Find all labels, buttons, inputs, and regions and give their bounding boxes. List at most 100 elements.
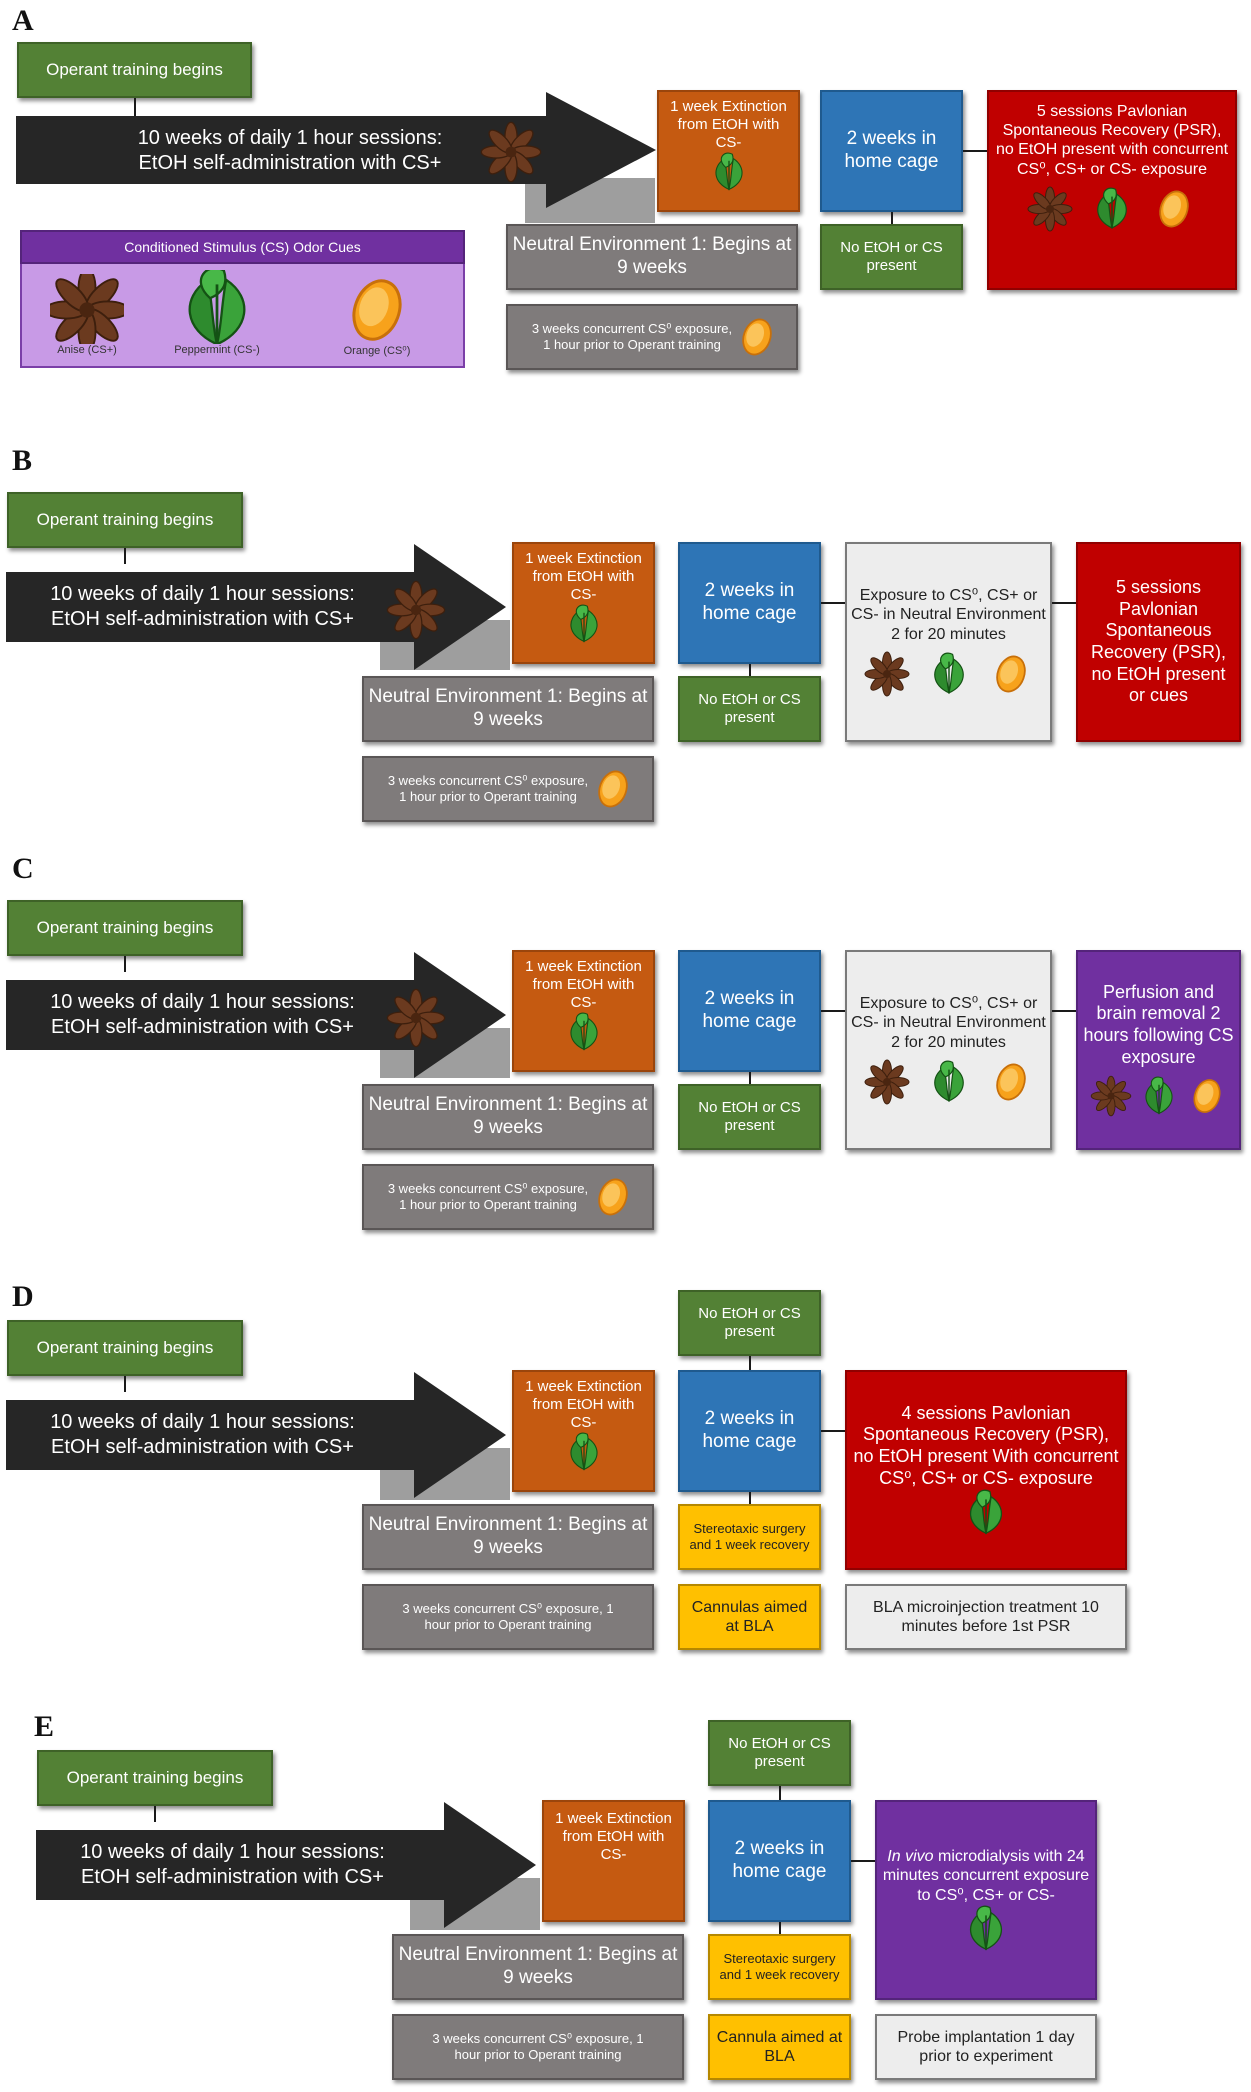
arrow-text: 10 weeks of daily 1 hour sessions: EtOH … <box>20 990 385 1040</box>
odor-icons <box>1089 1074 1229 1118</box>
panel-label: C <box>12 852 34 885</box>
connector-line <box>154 1806 156 1822</box>
psr-label: 5 sessions Pavlonian Spontaneous Recover… <box>995 103 1229 178</box>
neutral-environment-label: Neutral Environment 1: Begins at 9 weeks <box>368 686 648 730</box>
exposure-box: Exposure to CS⁰, CS+ or CS- in Neutral E… <box>845 950 1052 1150</box>
arrow-text-line1: 10 weeks of daily 1 hour sessions: <box>50 1411 355 1433</box>
home-cage-label: 2 weeks in home cage <box>844 128 939 172</box>
exposure-box: Exposure to CS⁰, CS+ or CS- in Neutral E… <box>845 542 1052 742</box>
home-cage-label: 2 weeks in home cage <box>732 1838 827 1882</box>
no-etoh-label: No EtOH or CS present <box>698 1099 801 1134</box>
arrow-text: 10 weeks of daily 1 hour sessions: EtOH … <box>50 1840 415 1890</box>
connector-line <box>821 1430 845 1432</box>
neutral-environment-box: Neutral Environment 1: Begins at 9 weeks <box>362 1504 654 1570</box>
operant-training-label: Operant training begins <box>36 1337 214 1357</box>
arrow-text: 10 weeks of daily 1 hour sessions: EtOH … <box>20 582 385 632</box>
extinction-label: 1 week Extinction from EtOH with CS- <box>670 98 787 151</box>
connector-line <box>134 98 136 120</box>
connector-line <box>963 150 987 152</box>
self-administration-arrow <box>6 952 506 1078</box>
extinction-box: 1 week Extinction from EtOH with CS- <box>657 90 800 212</box>
arrow-text-line1: 10 weeks of daily 1 hour sessions: <box>137 127 443 149</box>
home-cage-label: 2 weeks in home cage <box>702 1408 797 1452</box>
surgery-box: Stereotaxic surgery and 1 week recovery <box>708 1934 851 2000</box>
microinjection-label: BLA microinjection treatment 10 minutes … <box>873 1598 1099 1635</box>
neutral-environment-box: Neutral Environment 1: Begins at 9 weeks <box>392 1934 684 2000</box>
microinjection-box: BLA microinjection treatment 10 minutes … <box>845 1584 1127 1650</box>
probe-label: Probe implantation 1 day prior to experi… <box>897 2028 1075 2065</box>
concurrent-exposure-box: 3 weeks concurrent CS⁰ exposure, 1 hour … <box>392 2014 684 2080</box>
peppermint-icon <box>569 604 598 643</box>
psr-box: 5 sessions Pavlonian Spontaneous Recover… <box>987 90 1237 290</box>
home-cage-box: 2 weeks in home cage <box>678 950 821 1072</box>
panel-a: A Operant training begins 10 weeks of da… <box>0 0 1251 380</box>
arrow-text-line2: EtOH self-administration with CS+ <box>81 1866 384 1888</box>
neutral-environment-label: Neutral Environment 1: Begins at 9 weeks <box>512 234 792 278</box>
connector-line <box>1052 1010 1076 1012</box>
concurrent-exposure-box: 3 weeks concurrent CS⁰ exposure, 1 hour … <box>506 304 798 370</box>
connector-line <box>1052 602 1076 604</box>
panel-label: B <box>12 444 33 477</box>
anise-icon <box>480 121 542 183</box>
home-cage-label: 2 weeks in home cage <box>702 988 797 1032</box>
extinction-label: 1 week Extinction from EtOH with CS- <box>525 958 642 1011</box>
peppermint-icon <box>969 1489 1003 1535</box>
anise-icon <box>864 651 909 697</box>
arrow-text-line1: 10 weeks of daily 1 hour sessions: <box>80 1841 385 1863</box>
surgery-box: Stereotaxic surgery and 1 week recovery <box>678 1504 821 1570</box>
anise-icon <box>386 988 446 1048</box>
connector-line <box>821 602 845 604</box>
neutral-environment-box: Neutral Environment 1: Begins at 9 weeks <box>362 676 654 742</box>
arrow-text-line1: 10 weeks of daily 1 hour sessions: <box>50 991 355 1013</box>
no-etoh-box: No EtOH or CS present <box>678 676 821 742</box>
anise-icon <box>386 580 446 640</box>
cannula-label: Cannula aimed at BLA <box>716 2028 843 2065</box>
panel-c: C Operant training begins 10 weeks of da… <box>0 848 1251 1243</box>
psr-label: 4 sessions Pavlonian Spontaneous Recover… <box>853 1402 1119 1488</box>
panel-label: A <box>12 4 34 37</box>
no-etoh-box: No EtOH or CS present <box>678 1084 821 1150</box>
extinction-box: 1 week Extinction from EtOH with CS- <box>512 542 655 664</box>
peppermint-icon <box>933 652 964 694</box>
no-etoh-box: No EtOH or CS present <box>678 1290 821 1356</box>
operant-training-box: Operant training begins <box>7 1320 243 1376</box>
connector-line <box>749 1356 751 1370</box>
no-etoh-label: No EtOH or CS present <box>728 1735 831 1770</box>
neutral-environment-label: Neutral Environment 1: Begins at 9 weeks <box>368 1094 648 1138</box>
microdialysis-label: In vivo microdialysis with 24 minutes co… <box>881 1847 1091 1905</box>
connector-line <box>124 956 126 972</box>
peppermint-icon <box>569 1012 598 1051</box>
extinction-label: 1 week Extinction from EtOH with CS- <box>525 1378 642 1431</box>
odor-icons <box>863 1058 1035 1106</box>
peppermint-icon <box>933 1060 964 1102</box>
microdialysis-text: microdialysis with 24 minutes concurrent… <box>882 1848 1090 1904</box>
extinction-box: 1 week Extinction from EtOH with CS- <box>512 1370 655 1492</box>
connector-line <box>851 1860 875 1862</box>
exposure-label: Exposure to CS⁰, CS+ or CS- in Neutral E… <box>851 587 1046 643</box>
perfusion-box: Perfusion and brain removal 2 hours foll… <box>1076 950 1241 1150</box>
peppermint-icon <box>969 1905 1003 1950</box>
peppermint-icon <box>188 270 246 344</box>
anise-icon <box>50 274 124 344</box>
panel-b: B Operant training begins 10 weeks of da… <box>0 440 1251 835</box>
legend-peppermint: Peppermint (CS-) <box>172 270 262 356</box>
cannulas-label: Cannulas aimed at BLA <box>691 1598 808 1635</box>
peppermint-icon <box>569 1432 598 1471</box>
concurrent-exposure-label: 3 weeks concurrent CS⁰ exposure, 1 hour … <box>402 1601 614 1632</box>
neutral-environment-label: Neutral Environment 1: Begins at 9 weeks <box>398 1944 678 1988</box>
home-cage-box: 2 weeks in home cage <box>678 1370 821 1492</box>
arrow-text: 10 weeks of daily 1 hour sessions: EtOH … <box>100 126 480 176</box>
no-etoh-label: No EtOH or CS present <box>840 239 943 274</box>
orange-icon <box>991 1059 1030 1105</box>
orange-icon <box>593 767 633 811</box>
self-administration-arrow <box>16 92 656 208</box>
concurrent-exposure-label: 3 weeks concurrent CS⁰ exposure, 1 hour … <box>531 321 733 352</box>
arrow-text-line2: EtOH self-administration with CS+ <box>51 1436 354 1458</box>
operant-training-box: Operant training begins <box>37 1750 273 1806</box>
peppermint-icon <box>1097 187 1127 229</box>
neutral-environment-box: Neutral Environment 1: Begins at 9 weeks <box>362 1084 654 1150</box>
home-cage-label: 2 weeks in home cage <box>702 580 797 624</box>
self-administration-arrow <box>6 544 506 670</box>
self-administration-arrow <box>6 1372 506 1498</box>
arrow-text: 10 weeks of daily 1 hour sessions: EtOH … <box>20 1410 385 1460</box>
